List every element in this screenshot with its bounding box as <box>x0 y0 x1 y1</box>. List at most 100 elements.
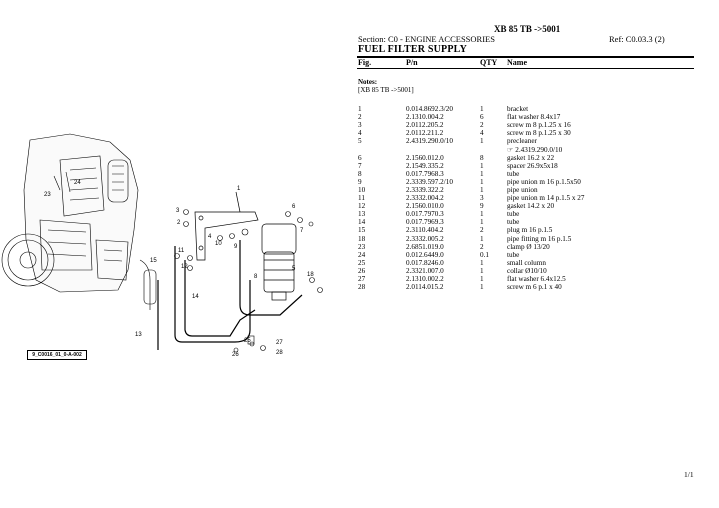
part-fig: 23 <box>358 242 366 251</box>
tubes-drawing <box>157 240 303 350</box>
callout-25: 25 <box>244 338 251 344</box>
callout-18: 18 <box>307 272 314 278</box>
callout-7: 7 <box>300 228 304 234</box>
part-number: 2.3110.404.2 <box>406 226 444 235</box>
callout-6: 6 <box>292 204 296 210</box>
part-qty: 9 <box>480 202 484 211</box>
part-fig: 24 <box>358 250 366 259</box>
part-fig: 2 <box>358 113 362 122</box>
part-name: screw m 8 p.1.25 x 16 <box>507 121 571 130</box>
callout-14: 14 <box>192 294 199 300</box>
part-number: 2.1560.012.0 <box>406 153 444 162</box>
part-name: collar Ø10/10 <box>507 266 547 275</box>
callout-8: 8 <box>254 274 258 280</box>
part-number: 2.0112.211.2 <box>406 129 444 138</box>
part-qty: 1 <box>480 185 484 194</box>
callout-4: 4 <box>208 234 212 240</box>
col-header-pn: P/n <box>406 58 418 67</box>
part-qty: 1 <box>480 169 484 178</box>
table-row: ☞ 2.4319.290.0/10 <box>358 145 694 154</box>
part-number: 0.017.7970.3 <box>406 210 444 219</box>
part-qty: 1 <box>480 283 484 292</box>
part-qty: 0.1 <box>480 250 489 259</box>
part-qty: 2 <box>480 242 484 251</box>
part-name: flat washer 6.4x12.5 <box>507 274 566 283</box>
callout-12: 12 <box>181 264 188 270</box>
part-number: 2.4319.290.0/10 <box>406 137 453 146</box>
part-qty: 1 <box>480 274 484 283</box>
part-name: bracket <box>507 105 529 113</box>
part-qty: 1 <box>480 218 484 227</box>
callout-10: 10 <box>215 241 222 247</box>
table-header-rule <box>357 68 694 69</box>
part-fig: 26 <box>358 266 366 275</box>
part-qty: 1 <box>480 258 484 267</box>
part-name: screw m 8 p.1.25 x 30 <box>507 129 571 138</box>
part-fig: 5 <box>358 137 362 146</box>
part-number: 2.1549.335.2 <box>406 161 444 170</box>
part-name: pipe fitting m 16 p.1.5 <box>507 234 572 243</box>
part-fig: 9 <box>358 177 362 186</box>
part-fig: 7 <box>358 161 362 170</box>
part-fig: 15 <box>358 226 366 235</box>
callout-23: 23 <box>44 192 51 198</box>
part-number: 2.3332.005.2 <box>406 234 444 243</box>
callout-26: 26 <box>232 352 239 358</box>
callout-15: 15 <box>150 258 157 264</box>
fuel-filter-drawing <box>261 223 297 301</box>
table-row: 12 2.1560.010.0 9 gasket 14.2 x 20 <box>358 202 694 210</box>
part-name: screw m 6 p.1 x 40 <box>507 283 562 292</box>
page-subtitle: FUEL FILTER SUPPLY <box>358 44 468 55</box>
part-name: plug m 16 p.1.5 <box>507 226 553 235</box>
fittings-drawing <box>53 171 323 353</box>
part-name: pipe union m 16 p.1.5x50 <box>507 177 581 186</box>
part-qty: 8 <box>480 153 484 162</box>
part-qty: 1 <box>480 210 484 219</box>
col-header-qty: QTY <box>480 58 498 67</box>
part-fig: 10 <box>358 185 366 194</box>
part-fig: 12 <box>358 202 366 211</box>
part-fig: 28 <box>358 283 366 292</box>
part-name: gasket 14.2 x 20 <box>507 202 555 211</box>
callout-11: 11 <box>178 248 185 254</box>
part-qty: 1 <box>480 266 484 275</box>
part-name: tube <box>507 218 520 227</box>
part-number: 2.1560.010.0 <box>406 202 444 211</box>
part-fig: 6 <box>358 153 362 162</box>
part-number: 0.017.7968.3 <box>406 169 444 178</box>
part-number: 0.014.8692.3/20 <box>406 105 453 113</box>
part-fig: 13 <box>358 210 366 219</box>
part-fig: 14 <box>358 218 366 227</box>
part-name: flat washer 8.4x17 <box>507 113 561 122</box>
part-fig: 27 <box>358 274 366 283</box>
part-number: 0.012.6449.0 <box>406 250 444 259</box>
header-rule <box>357 56 694 58</box>
part-qty: 1 <box>480 234 484 243</box>
part-name: gasket 16.2 x 22 <box>507 153 555 162</box>
part-fig: 1 <box>358 105 362 113</box>
part-fig: 11 <box>358 194 365 203</box>
part-qty: 3 <box>480 194 484 203</box>
notes-text: [XB 85 TB ->5001] <box>358 86 414 94</box>
callout-13: 13 <box>135 332 142 338</box>
part-name: spacer 26.9x5x18 <box>507 161 558 170</box>
notes-label: Notes: <box>358 78 378 86</box>
part-name: pipe union <box>507 185 538 194</box>
part-qty: 2 <box>480 226 484 235</box>
callout-3: 3 <box>176 208 180 214</box>
bracket-drawing <box>194 191 259 261</box>
part-name: pipe union m 14 p.1.5 x 27 <box>507 194 585 203</box>
part-name: precleaner <box>507 137 537 146</box>
